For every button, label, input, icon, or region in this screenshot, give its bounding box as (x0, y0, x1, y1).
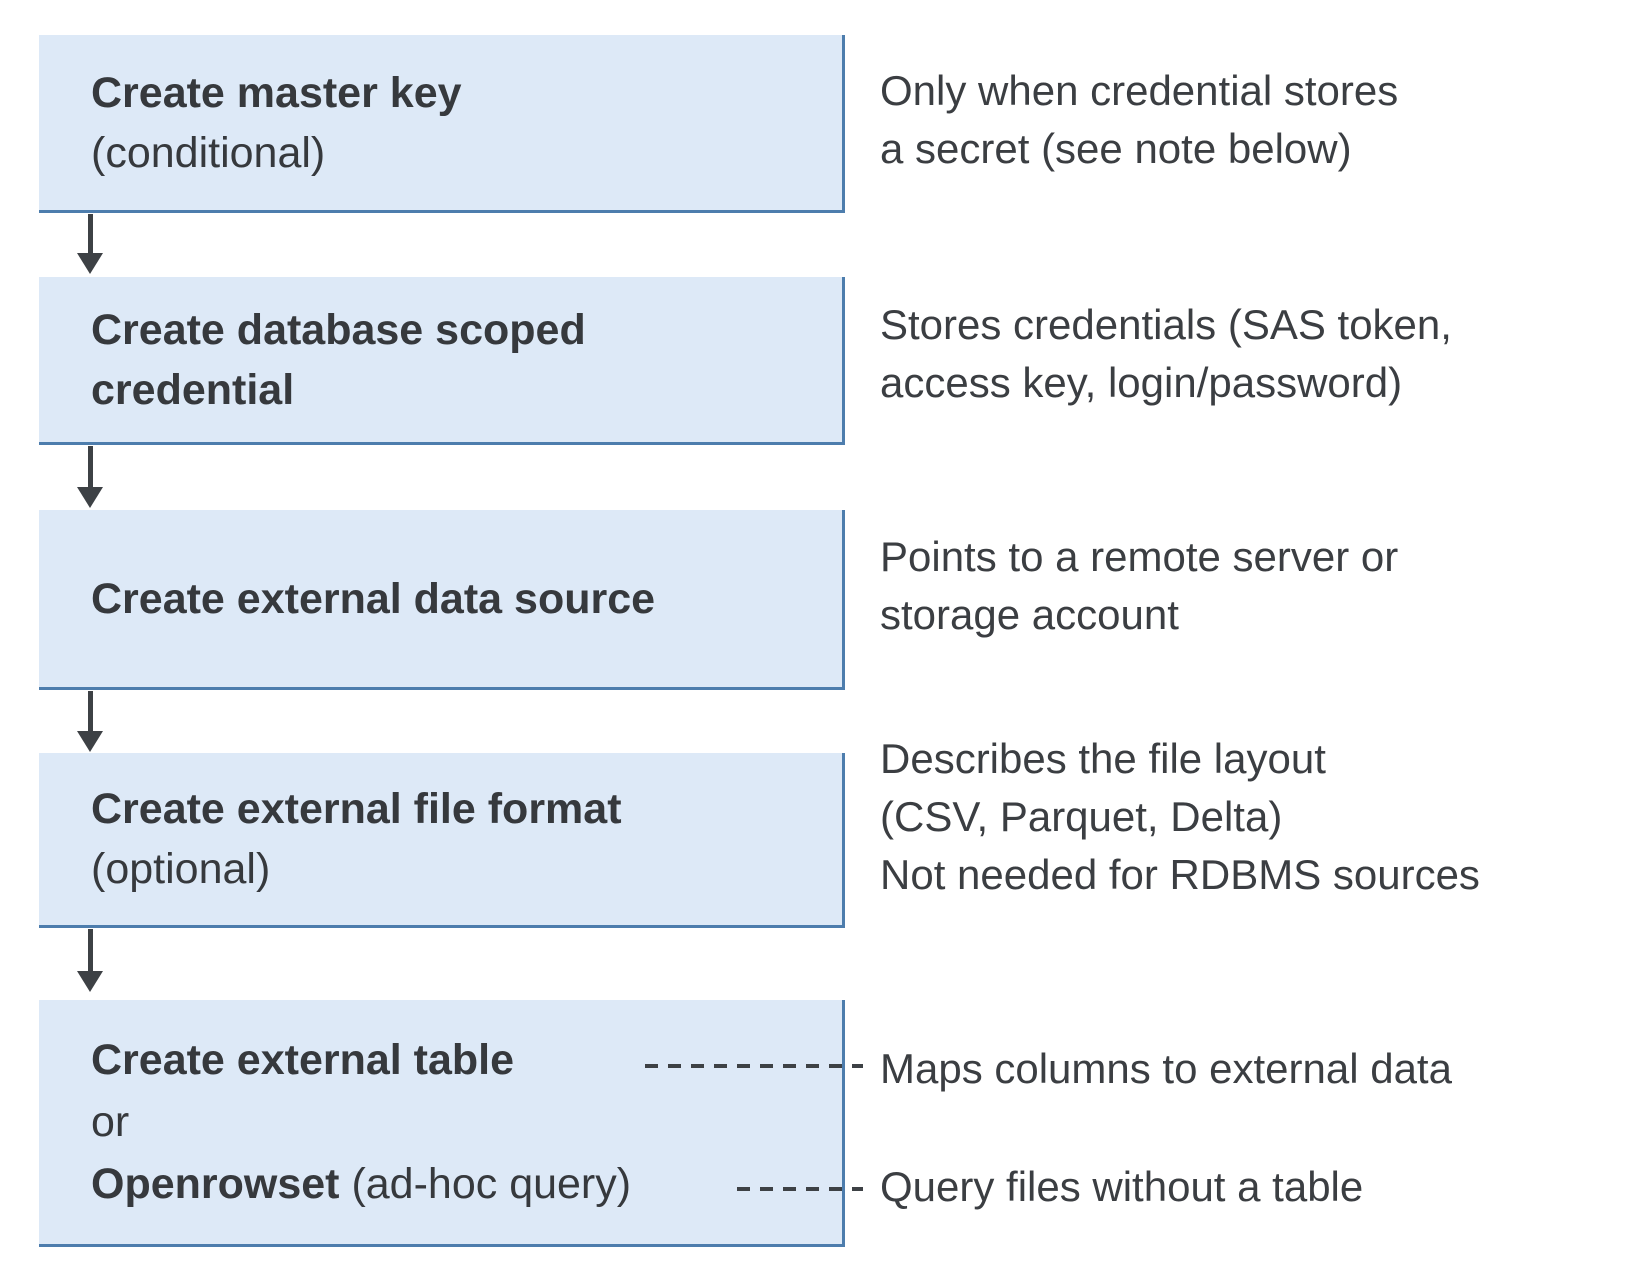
step-title-line2: credential (91, 365, 295, 414)
step-alt-suffix: (ad-hoc query) (339, 1160, 632, 1208)
note-line: (CSV, Parquet, Delta) (880, 793, 1283, 840)
arrow-stem (88, 929, 93, 974)
step-subtitle: (optional) (91, 845, 271, 893)
flow-arrow-2 (77, 446, 104, 508)
note-line: storage account (880, 591, 1179, 638)
flow-arrow-1 (77, 214, 104, 274)
note-line: Only when credential stores (880, 67, 1399, 114)
note-line: Stores credentials (SAS token, (880, 301, 1452, 348)
step-box-external-table: Create external table or Openrowset (ad-… (39, 1000, 845, 1247)
step-box-master-key: Create master key (conditional) (39, 35, 845, 213)
step-title: Create external data source (91, 574, 656, 623)
step-alt-line: Openrowset (ad-hoc query) (91, 1153, 842, 1215)
note-line: Points to a remote server or (880, 533, 1399, 580)
arrow-head-icon (77, 731, 103, 752)
note-line: Query files without a table (880, 1163, 1364, 1210)
flow-arrow-3 (77, 691, 104, 752)
note-master-key: Only when credential stores a secret (se… (880, 62, 1398, 178)
note-openrowset: Query files without a table (880, 1158, 1363, 1216)
step-title: Create database scoped (91, 305, 586, 354)
note-line: Not needed for RDBMS sources (880, 851, 1480, 898)
step-box-external-data-source: Create external data source (39, 510, 845, 690)
step-box-external-file-format: Create external file format (optional) (39, 753, 845, 928)
arrow-stem (88, 446, 93, 490)
step-title: Create external table (91, 1036, 515, 1084)
flow-arrow-4 (77, 929, 104, 992)
note-line: a secret (see note below) (880, 125, 1352, 172)
arrow-stem (88, 691, 93, 734)
step-or-label: or (91, 1098, 130, 1146)
note-external-file-format: Describes the file layout (CSV, Parquet,… (880, 730, 1480, 904)
arrow-stem (88, 214, 93, 256)
dashed-connector-external-table (645, 1064, 863, 1068)
step-alt-title: Openrowset (91, 1160, 340, 1208)
note-line: Describes the file layout (880, 735, 1326, 782)
note-external-table: Maps columns to external data (880, 1040, 1452, 1098)
note-external-data-source: Points to a remote server or storage acc… (880, 528, 1398, 644)
arrow-head-icon (77, 971, 103, 992)
note-line: Maps columns to external data (880, 1045, 1452, 1092)
step-box-scoped-credential: Create database scoped credential (39, 277, 845, 445)
arrow-head-icon (77, 253, 103, 274)
note-scoped-credential: Stores credentials (SAS token, access ke… (880, 296, 1452, 412)
step-subtitle: (conditional) (91, 128, 326, 177)
note-line: access key, login/password) (880, 359, 1403, 406)
step-title: Create external file format (91, 785, 622, 833)
dashed-connector-openrowset (737, 1187, 863, 1191)
arrow-head-icon (77, 487, 103, 508)
step-title: Create master key (91, 68, 462, 117)
